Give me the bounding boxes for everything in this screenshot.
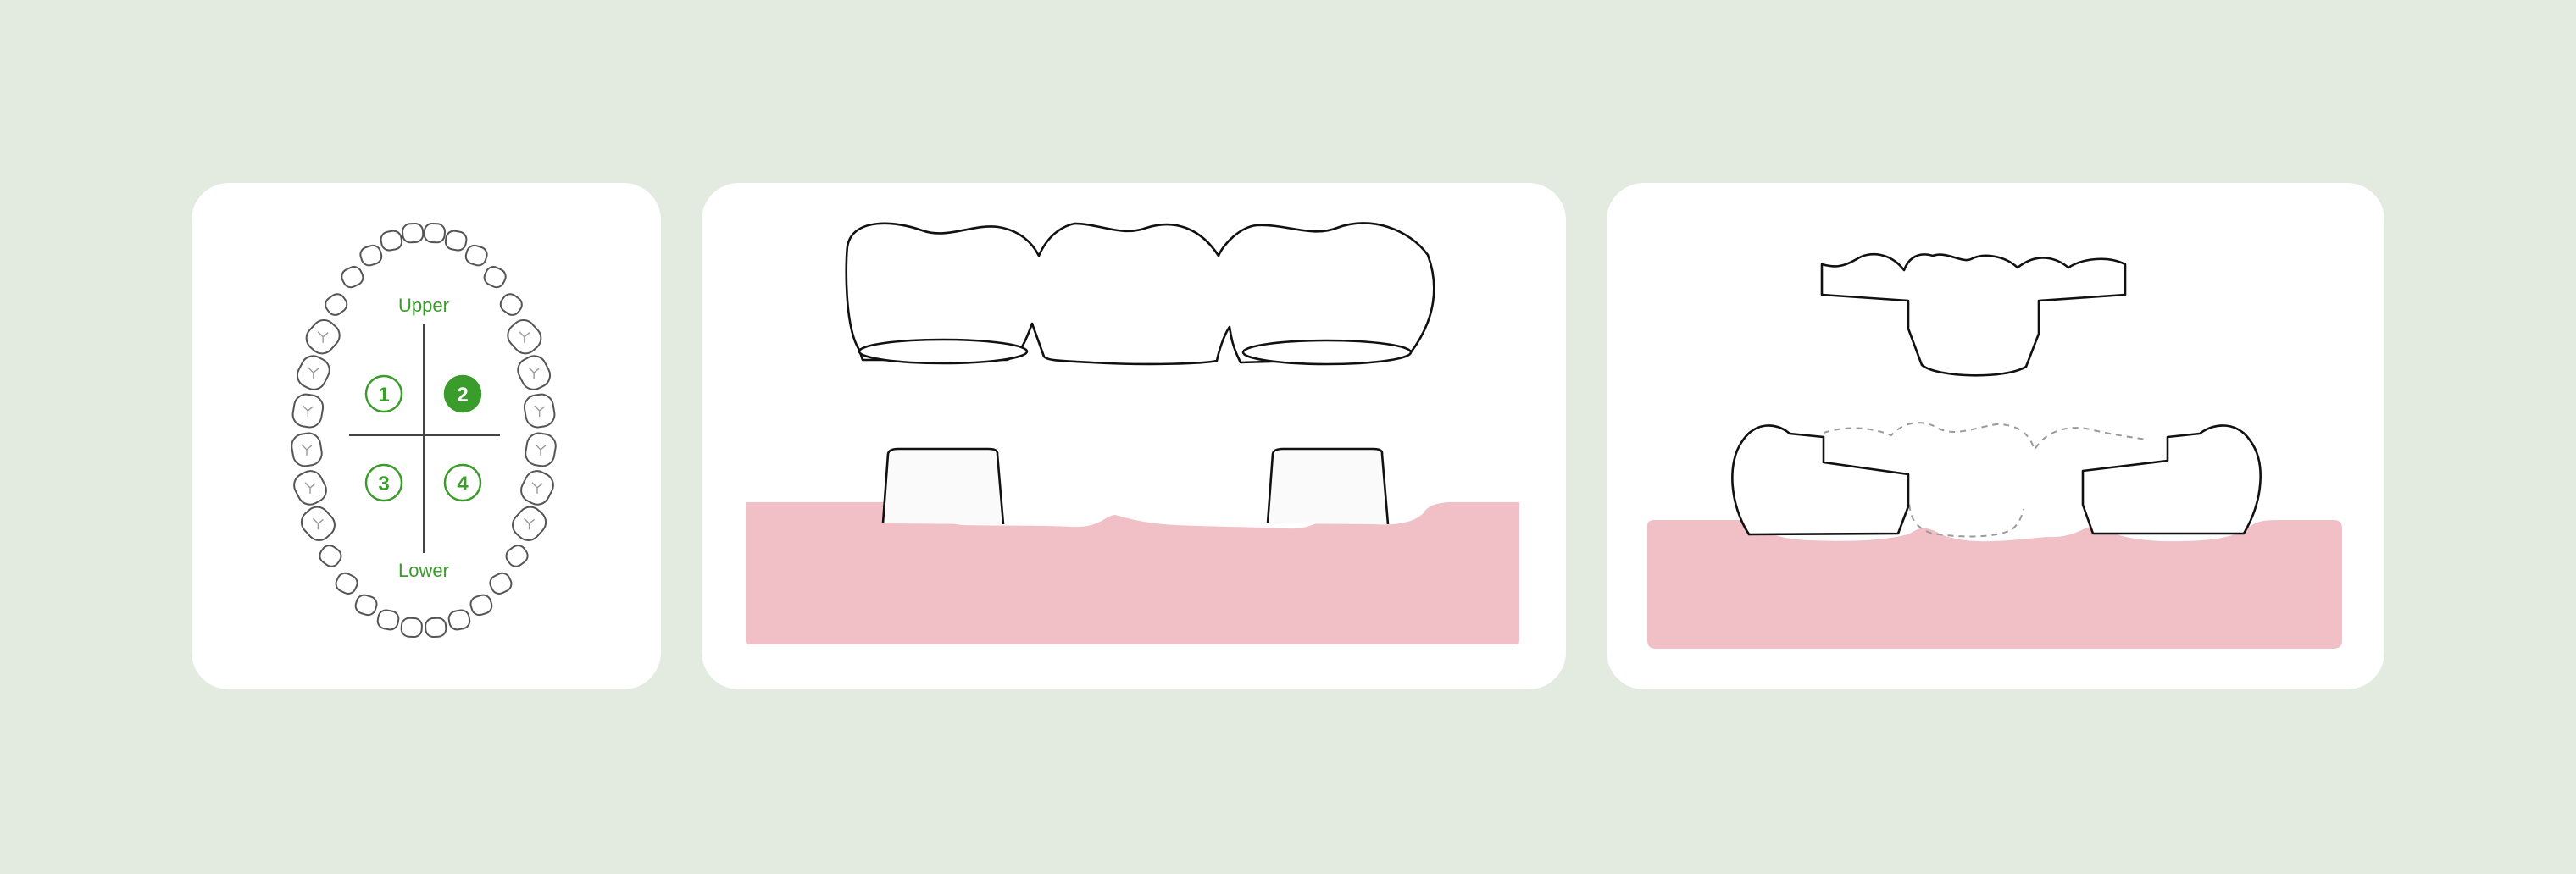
tooth-icon bbox=[447, 609, 471, 631]
tooth-fissure bbox=[302, 405, 314, 418]
tooth-fissure bbox=[308, 367, 319, 379]
tooth-fissure bbox=[531, 482, 543, 494]
tooth-icon bbox=[341, 266, 364, 289]
tooth-icon bbox=[359, 244, 383, 267]
tooth-chart-diagram: Upper Lower 1 2 3 4 bbox=[291, 222, 557, 639]
quadrant-1-button[interactable]: 1 bbox=[364, 374, 403, 413]
left-crown-base bbox=[858, 338, 1029, 365]
bridge-crowns-icon bbox=[845, 222, 1435, 366]
tooth-icon bbox=[469, 594, 493, 617]
tooth-fissure bbox=[301, 444, 313, 456]
right-abutment-icon bbox=[1266, 447, 1390, 525]
right-crown-base bbox=[1241, 339, 1413, 366]
quadrant-1-label: 1 bbox=[378, 384, 389, 407]
left-abutment-icon bbox=[881, 447, 1005, 525]
tooth-icon bbox=[376, 609, 400, 631]
tooth-icon bbox=[499, 293, 523, 316]
tooth-icon bbox=[425, 617, 447, 639]
tooth-fissure bbox=[317, 331, 329, 343]
left-natural-tooth-icon bbox=[1731, 424, 1910, 536]
bridge-card bbox=[702, 183, 1566, 689]
tooth-icon bbox=[354, 594, 378, 617]
tooth-fissure bbox=[528, 367, 540, 379]
winged-pontic-icon bbox=[1820, 252, 2127, 377]
quadrant-4-label: 4 bbox=[457, 473, 469, 495]
tooth-icon bbox=[505, 545, 529, 567]
quadrant-3-button[interactable]: 3 bbox=[364, 463, 403, 502]
quadrant-3-label: 3 bbox=[378, 473, 389, 495]
winged-bridge-diagram bbox=[1647, 252, 2342, 649]
tooth-icon bbox=[464, 244, 488, 267]
tooth-fissure bbox=[304, 482, 316, 494]
lower-label: Lower bbox=[398, 560, 449, 581]
gum-shape bbox=[1647, 520, 2342, 649]
tooth-icon bbox=[483, 266, 507, 289]
tooth-icon bbox=[423, 222, 446, 244]
tooth-icon bbox=[400, 617, 423, 639]
tooth-fissure bbox=[534, 405, 546, 418]
tooth-icon bbox=[319, 545, 342, 567]
tooth-icon bbox=[335, 572, 358, 595]
tooth-arch bbox=[291, 222, 557, 639]
quadrant-4-button[interactable]: 4 bbox=[443, 463, 482, 502]
upper-label: Upper bbox=[398, 295, 449, 316]
tooth-fissure bbox=[524, 517, 536, 530]
bridge-diagram bbox=[746, 222, 1519, 644]
winged-bridge-card bbox=[1607, 183, 2384, 689]
gum-shape bbox=[746, 502, 1519, 644]
tooth-fissure bbox=[519, 331, 530, 343]
quadrant-2-label: 2 bbox=[457, 384, 468, 407]
tooth-icon bbox=[444, 230, 468, 252]
right-natural-tooth-icon bbox=[2081, 424, 2262, 535]
tooth-chart-card: Upper Lower 1 2 3 4 bbox=[192, 183, 661, 689]
tooth-icon bbox=[402, 222, 425, 244]
tooth-icon bbox=[380, 230, 403, 252]
tooth-fissure bbox=[312, 517, 324, 530]
tooth-fissure bbox=[535, 444, 547, 456]
quadrant-2-button[interactable]: 2 bbox=[443, 374, 482, 413]
seated-pontic-outline bbox=[1823, 422, 2146, 538]
tooth-icon bbox=[489, 572, 513, 595]
tooth-icon bbox=[325, 293, 348, 316]
